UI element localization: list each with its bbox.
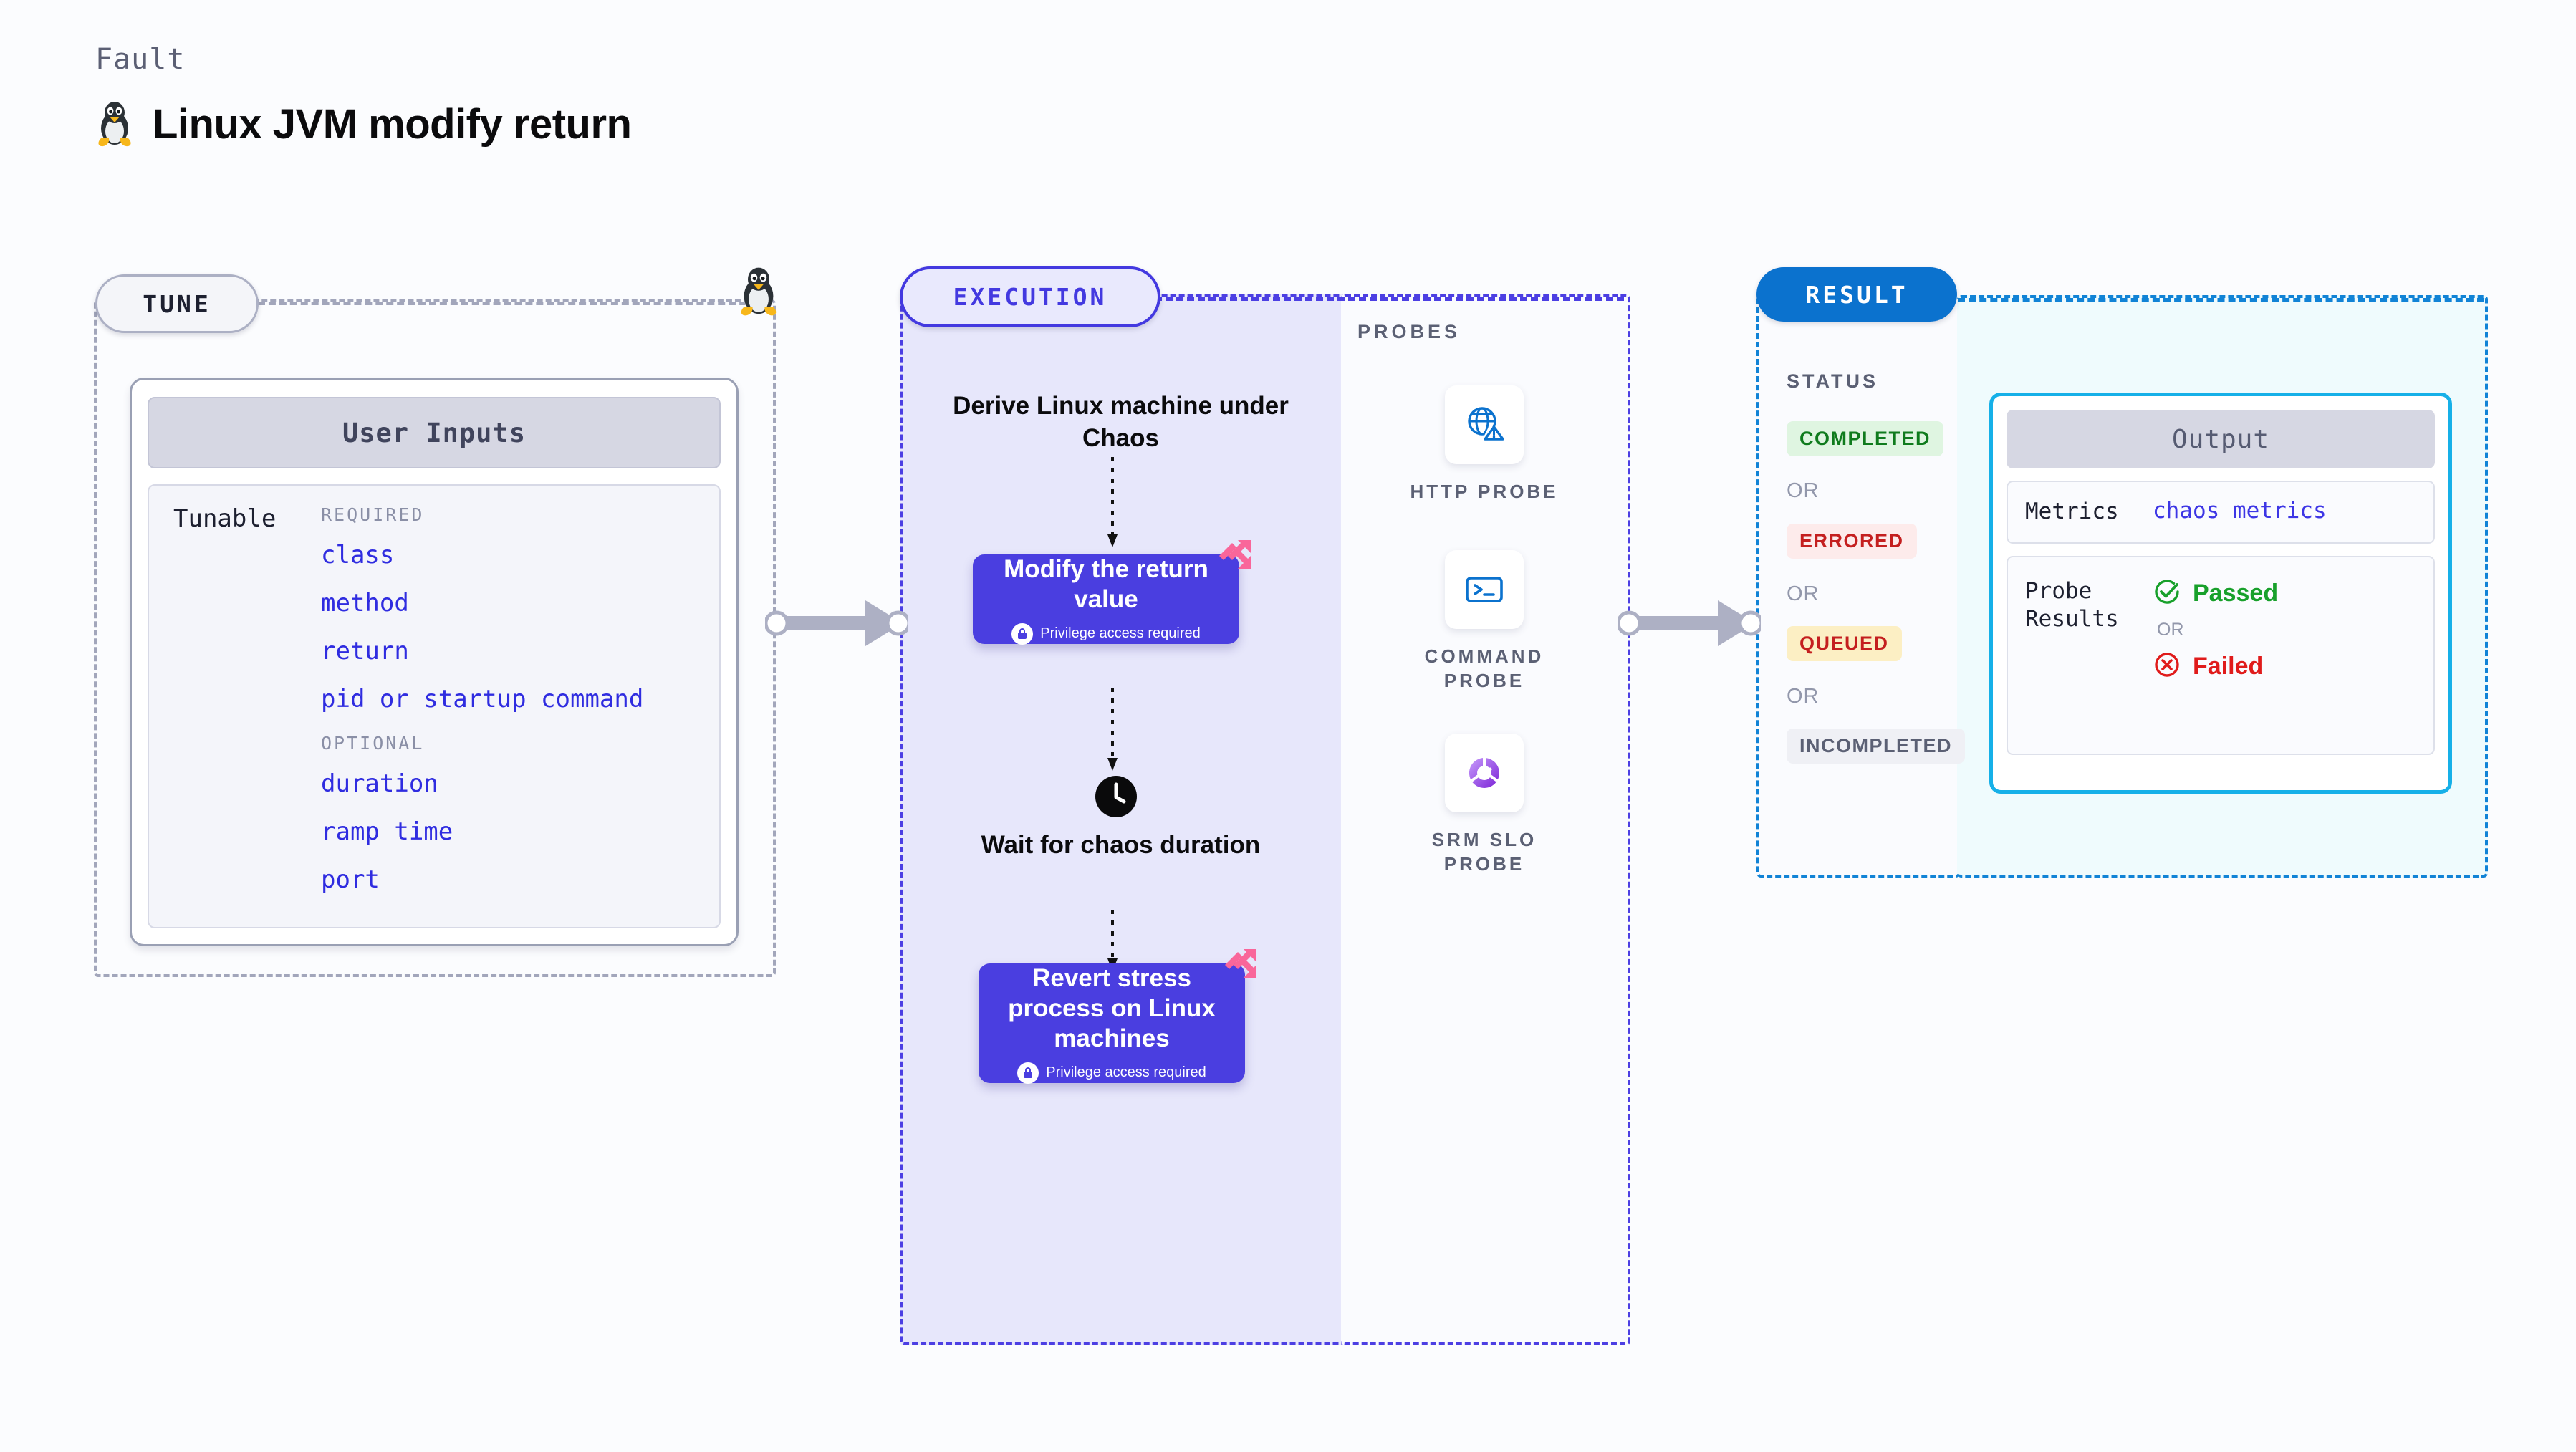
harness-logo-icon	[1221, 946, 1261, 990]
stage-pill-result[interactable]: RESULT	[1756, 267, 1957, 322]
status-badge: ERRORED	[1787, 524, 1917, 559]
chaos-metrics-link[interactable]: chaos metrics	[2153, 498, 2327, 524]
tunable-item[interactable]: ramp time	[321, 817, 453, 846]
privilege-text: Privilege access required	[1046, 1064, 1206, 1080]
page-title: Linux JVM modify return	[153, 101, 632, 148]
result-leader-line	[1958, 298, 2484, 302]
probe-item-srm-slo[interactable]: SRM SLO PROBE	[1398, 734, 1570, 877]
privilege-row: Privilege access required	[1011, 622, 1201, 645]
execution-node-revert-stress[interactable]: Revert stress process on Linux machines …	[979, 949, 1256, 1084]
output-card: Output Metrics chaos metrics Probe Resul…	[1989, 393, 2452, 794]
status-region	[1756, 295, 1960, 878]
or-separator: OR	[1787, 582, 1820, 605]
execution-region	[900, 294, 1347, 1345]
output-row-probe-results: Probe Results Passed OR	[2007, 555, 2435, 755]
probe-caption: HTTP PROBE	[1410, 481, 1559, 502]
output-key-probe-results: Probe Results	[2025, 577, 2119, 633]
or-separator: OR	[1787, 685, 1820, 708]
probes-region	[1341, 294, 1630, 1345]
or-separator: OR	[1787, 479, 1820, 502]
tunable-item[interactable]: port	[321, 865, 380, 894]
tunable-group-title-optional: OPTIONAL	[321, 733, 425, 754]
probe-result-passed: Passed	[2153, 577, 2433, 610]
probe-item-command[interactable]: COMMAND PROBE	[1398, 550, 1570, 693]
status-badge: COMPLETED	[1787, 421, 1944, 456]
harness-logo-icon	[1215, 537, 1255, 581]
node-title: Revert stress process on Linux machines	[1008, 963, 1216, 1052]
output-value-metrics: chaos metrics	[2153, 498, 2433, 527]
user-inputs-card: User Inputs Tunable REQUIRED class metho…	[130, 378, 739, 946]
connector-probes-to-result	[1616, 589, 1764, 661]
page-title-row: Linux JVM modify return	[95, 100, 632, 148]
probes-label: PROBES	[1357, 321, 1461, 342]
tunable-item[interactable]: duration	[321, 769, 438, 798]
execution-node-modify-return[interactable]: Modify the return value Privilege access…	[973, 540, 1251, 645]
status-badge: INCOMPLETED	[1787, 729, 1966, 764]
flow-arrow-2	[1105, 688, 1120, 777]
lock-icon	[1017, 1062, 1039, 1084]
tunable-item[interactable]: method	[321, 589, 409, 617]
tunable-item[interactable]: pid or startup command	[321, 685, 644, 713]
connector-tune-to-execution	[764, 589, 911, 661]
linux-tux-icon-boundary	[738, 266, 779, 318]
check-circle-icon	[2153, 577, 2181, 610]
or-separator: OR	[2157, 619, 2184, 640]
user-inputs-title: User Inputs	[148, 397, 721, 468]
status-badge: QUEUED	[1787, 626, 1902, 661]
tunable-item[interactable]: class	[321, 541, 395, 569]
fault-kicker: Fault	[95, 43, 186, 76]
clock-icon	[1095, 775, 1138, 822]
linux-tux-icon	[95, 101, 134, 148]
probe-caption: SRM SLO PROBE	[1431, 829, 1537, 875]
lock-icon	[1011, 622, 1034, 645]
probe-item-http[interactable]: HTTP PROBE	[1398, 385, 1570, 504]
privilege-text: Privilege access required	[1040, 625, 1201, 641]
terminal-prompt-icon	[1445, 550, 1524, 629]
output-key-metrics: Metrics	[2025, 499, 2119, 524]
stage-pill-tune[interactable]: TUNE	[95, 274, 259, 333]
probe-result-failed-label: Failed	[2193, 652, 2264, 680]
stage-pill-execution[interactable]: EXECUTION	[900, 266, 1160, 327]
tunable-list: REQUIRED class method return pid or star…	[321, 504, 719, 927]
tunable-box: Tunable REQUIRED class method return pid…	[148, 484, 721, 928]
execution-step-wait: Wait for chaos duration	[981, 831, 1261, 859]
globe-alert-icon	[1445, 385, 1524, 464]
tune-leader-line	[258, 302, 768, 305]
tunable-row-label: Tunable	[173, 504, 277, 533]
node-title: Modify the return value	[1004, 554, 1208, 613]
privilege-row: Privilege access required	[1017, 1062, 1206, 1084]
tunable-group-title-required: REQUIRED	[321, 504, 425, 525]
tunable-item[interactable]: return	[321, 637, 409, 665]
probe-caption: COMMAND PROBE	[1424, 645, 1544, 691]
tune-region	[94, 299, 776, 977]
output-row-metrics: Metrics chaos metrics	[2007, 481, 2435, 544]
execution-step-derive: Derive Linux machine under Chaos	[953, 392, 1289, 452]
x-circle-icon	[2153, 650, 2181, 683]
output-value-probe-results: Passed OR Failed	[2153, 577, 2433, 738]
status-label: STATUS	[1787, 370, 1878, 392]
execution-leader-line	[1155, 297, 1624, 301]
flow-arrow-1	[1105, 457, 1120, 554]
page-header: Fault Linux JVM modify return	[95, 43, 632, 148]
probe-result-passed-label: Passed	[2193, 579, 2279, 607]
output-title: Output	[2007, 410, 2435, 468]
slo-donut-check-icon	[1445, 734, 1524, 812]
probe-result-failed: Failed	[2153, 650, 2433, 683]
